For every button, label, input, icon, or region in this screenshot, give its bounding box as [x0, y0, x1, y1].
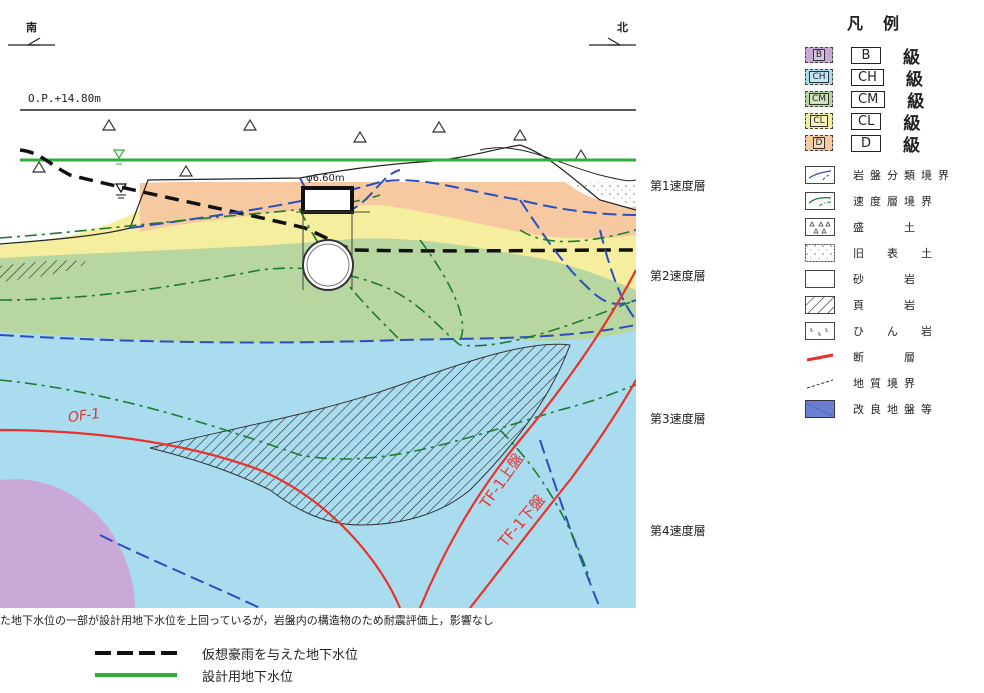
- sandstone-icon: [805, 270, 835, 288]
- velocity-layer-1-label: 第1速度層: [650, 179, 706, 193]
- velocity-boundary-label: 速度層境界: [853, 195, 938, 208]
- legend-grade-b: B B 級: [805, 44, 981, 68]
- direction-north-label: 北: [617, 21, 628, 34]
- grade-b-box: B: [851, 46, 881, 64]
- legend-old-surface: 旧 表 土: [805, 240, 981, 266]
- legend-rock-class-boundary: 岩盤分類境界: [805, 162, 981, 188]
- grade-cl-swatch: CL: [805, 113, 833, 129]
- elevation-label: O.P.+14.80m: [28, 92, 101, 105]
- grade-cm-suffix: 級: [907, 91, 925, 112]
- legend-geologic-boundary: 地質境界: [805, 370, 981, 396]
- grade-ch-swatch: CH: [805, 69, 833, 85]
- old-surface-soil-icon: [805, 244, 835, 262]
- legend-title: 凡 例: [847, 14, 902, 33]
- legend: 凡 例 B B 級 CH CH 級 CM CM 級 CL CL 級 D D 級 …: [805, 10, 981, 422]
- design-water-label: 設計用地下水位: [202, 669, 294, 685]
- grade-ch-suffix: 級: [905, 69, 923, 90]
- grade-b-suffix: 級: [903, 47, 920, 68]
- line-key-design: 設計用地下水位: [95, 664, 358, 686]
- legend-grade-cl: CL CL 級: [805, 110, 981, 134]
- improved-ground-label: 改良地盤等: [853, 403, 938, 416]
- rain-groundwater-line: [19, 148, 636, 253]
- old-surface-label: 旧 表 土: [853, 247, 938, 260]
- improved-ground-icon: [805, 400, 835, 418]
- legend-grade-cm: CM CM 級: [805, 88, 981, 112]
- velocity-layer-boundary-icon: [805, 192, 835, 210]
- dashed-line-icon: [95, 651, 177, 655]
- fault-icon: [806, 353, 834, 362]
- fault-tf1-upper: [418, 269, 636, 608]
- shale-left: [0, 260, 90, 282]
- rock-class-boundary-label: 岩盤分類境界: [853, 169, 955, 182]
- geologic-boundary-icon: [806, 379, 834, 389]
- fault-of1: [0, 428, 402, 608]
- geologic-boundary-label: 地質境界: [853, 377, 921, 390]
- legend-porphyrite: ひ ん 岩: [805, 318, 981, 344]
- legend-improved-ground: 改良地盤等: [805, 396, 981, 422]
- fill-icon: [805, 218, 835, 236]
- upper-structure: [301, 186, 354, 214]
- legend-velocity-boundary: 速度層境界: [805, 188, 981, 214]
- sandstone-label: 砂 岩: [853, 273, 921, 286]
- line-key: 仮想豪雨を与えた地下水位 設計用地下水位: [95, 642, 358, 686]
- grade-cl-suffix: 級: [903, 113, 921, 134]
- legend-sandstone: 砂 岩: [805, 266, 981, 292]
- shale-lens: [149, 343, 571, 526]
- velocity-layer-3-label: 第3速度層: [650, 412, 706, 426]
- fault-tf1-lower: [469, 379, 636, 608]
- fill-label: 盛 土: [853, 221, 921, 234]
- shale-label: 頁 岩: [853, 299, 921, 312]
- legend-grade-ch: CH CH 級: [805, 66, 981, 90]
- grade-cl-box: CL: [851, 112, 882, 130]
- direction-south-label: 南: [26, 21, 37, 34]
- note-text: た地下水位の一部が設計用地下水位を上回っているが，岩盤内の構造物のため耐震評価上…: [0, 614, 494, 627]
- green-line-icon: [95, 673, 177, 677]
- grade-ch-box: CH: [851, 68, 884, 86]
- rain-water-label: 仮想豪雨を与えた地下水位: [202, 647, 359, 663]
- b-zone: [0, 479, 135, 608]
- grade-cm-swatch: CM: [805, 91, 833, 107]
- grade-d-box: D: [851, 134, 881, 152]
- rock-class-boundary-icon: [805, 166, 835, 184]
- grade-d-swatch: D: [805, 135, 833, 151]
- line-key-rain: 仮想豪雨を与えた地下水位: [95, 642, 358, 664]
- fault-label: 断 層: [853, 351, 921, 364]
- legend-fault: 断 層: [805, 344, 981, 370]
- grade-b-swatch: B: [805, 47, 833, 63]
- grade-d-suffix: 級: [903, 135, 920, 156]
- porphyrite-icon: [805, 322, 835, 340]
- velocity-layer-2-label: 第2速度層: [650, 269, 706, 283]
- legend-grade-d: D D 級: [805, 132, 981, 156]
- shale-icon: [805, 296, 835, 314]
- tunnel-circle: [302, 239, 354, 291]
- tunnel-diameter-label: φ6.60m: [306, 173, 345, 184]
- porphyrite-label: ひ ん 岩: [853, 325, 938, 338]
- legend-shale: 頁 岩: [805, 292, 981, 318]
- grade-cm-box: CM: [851, 90, 886, 108]
- velocity-layer-4-label: 第4速度層: [650, 524, 706, 538]
- legend-fill: 盛 土: [805, 214, 981, 240]
- fill-area: [0, 110, 636, 182]
